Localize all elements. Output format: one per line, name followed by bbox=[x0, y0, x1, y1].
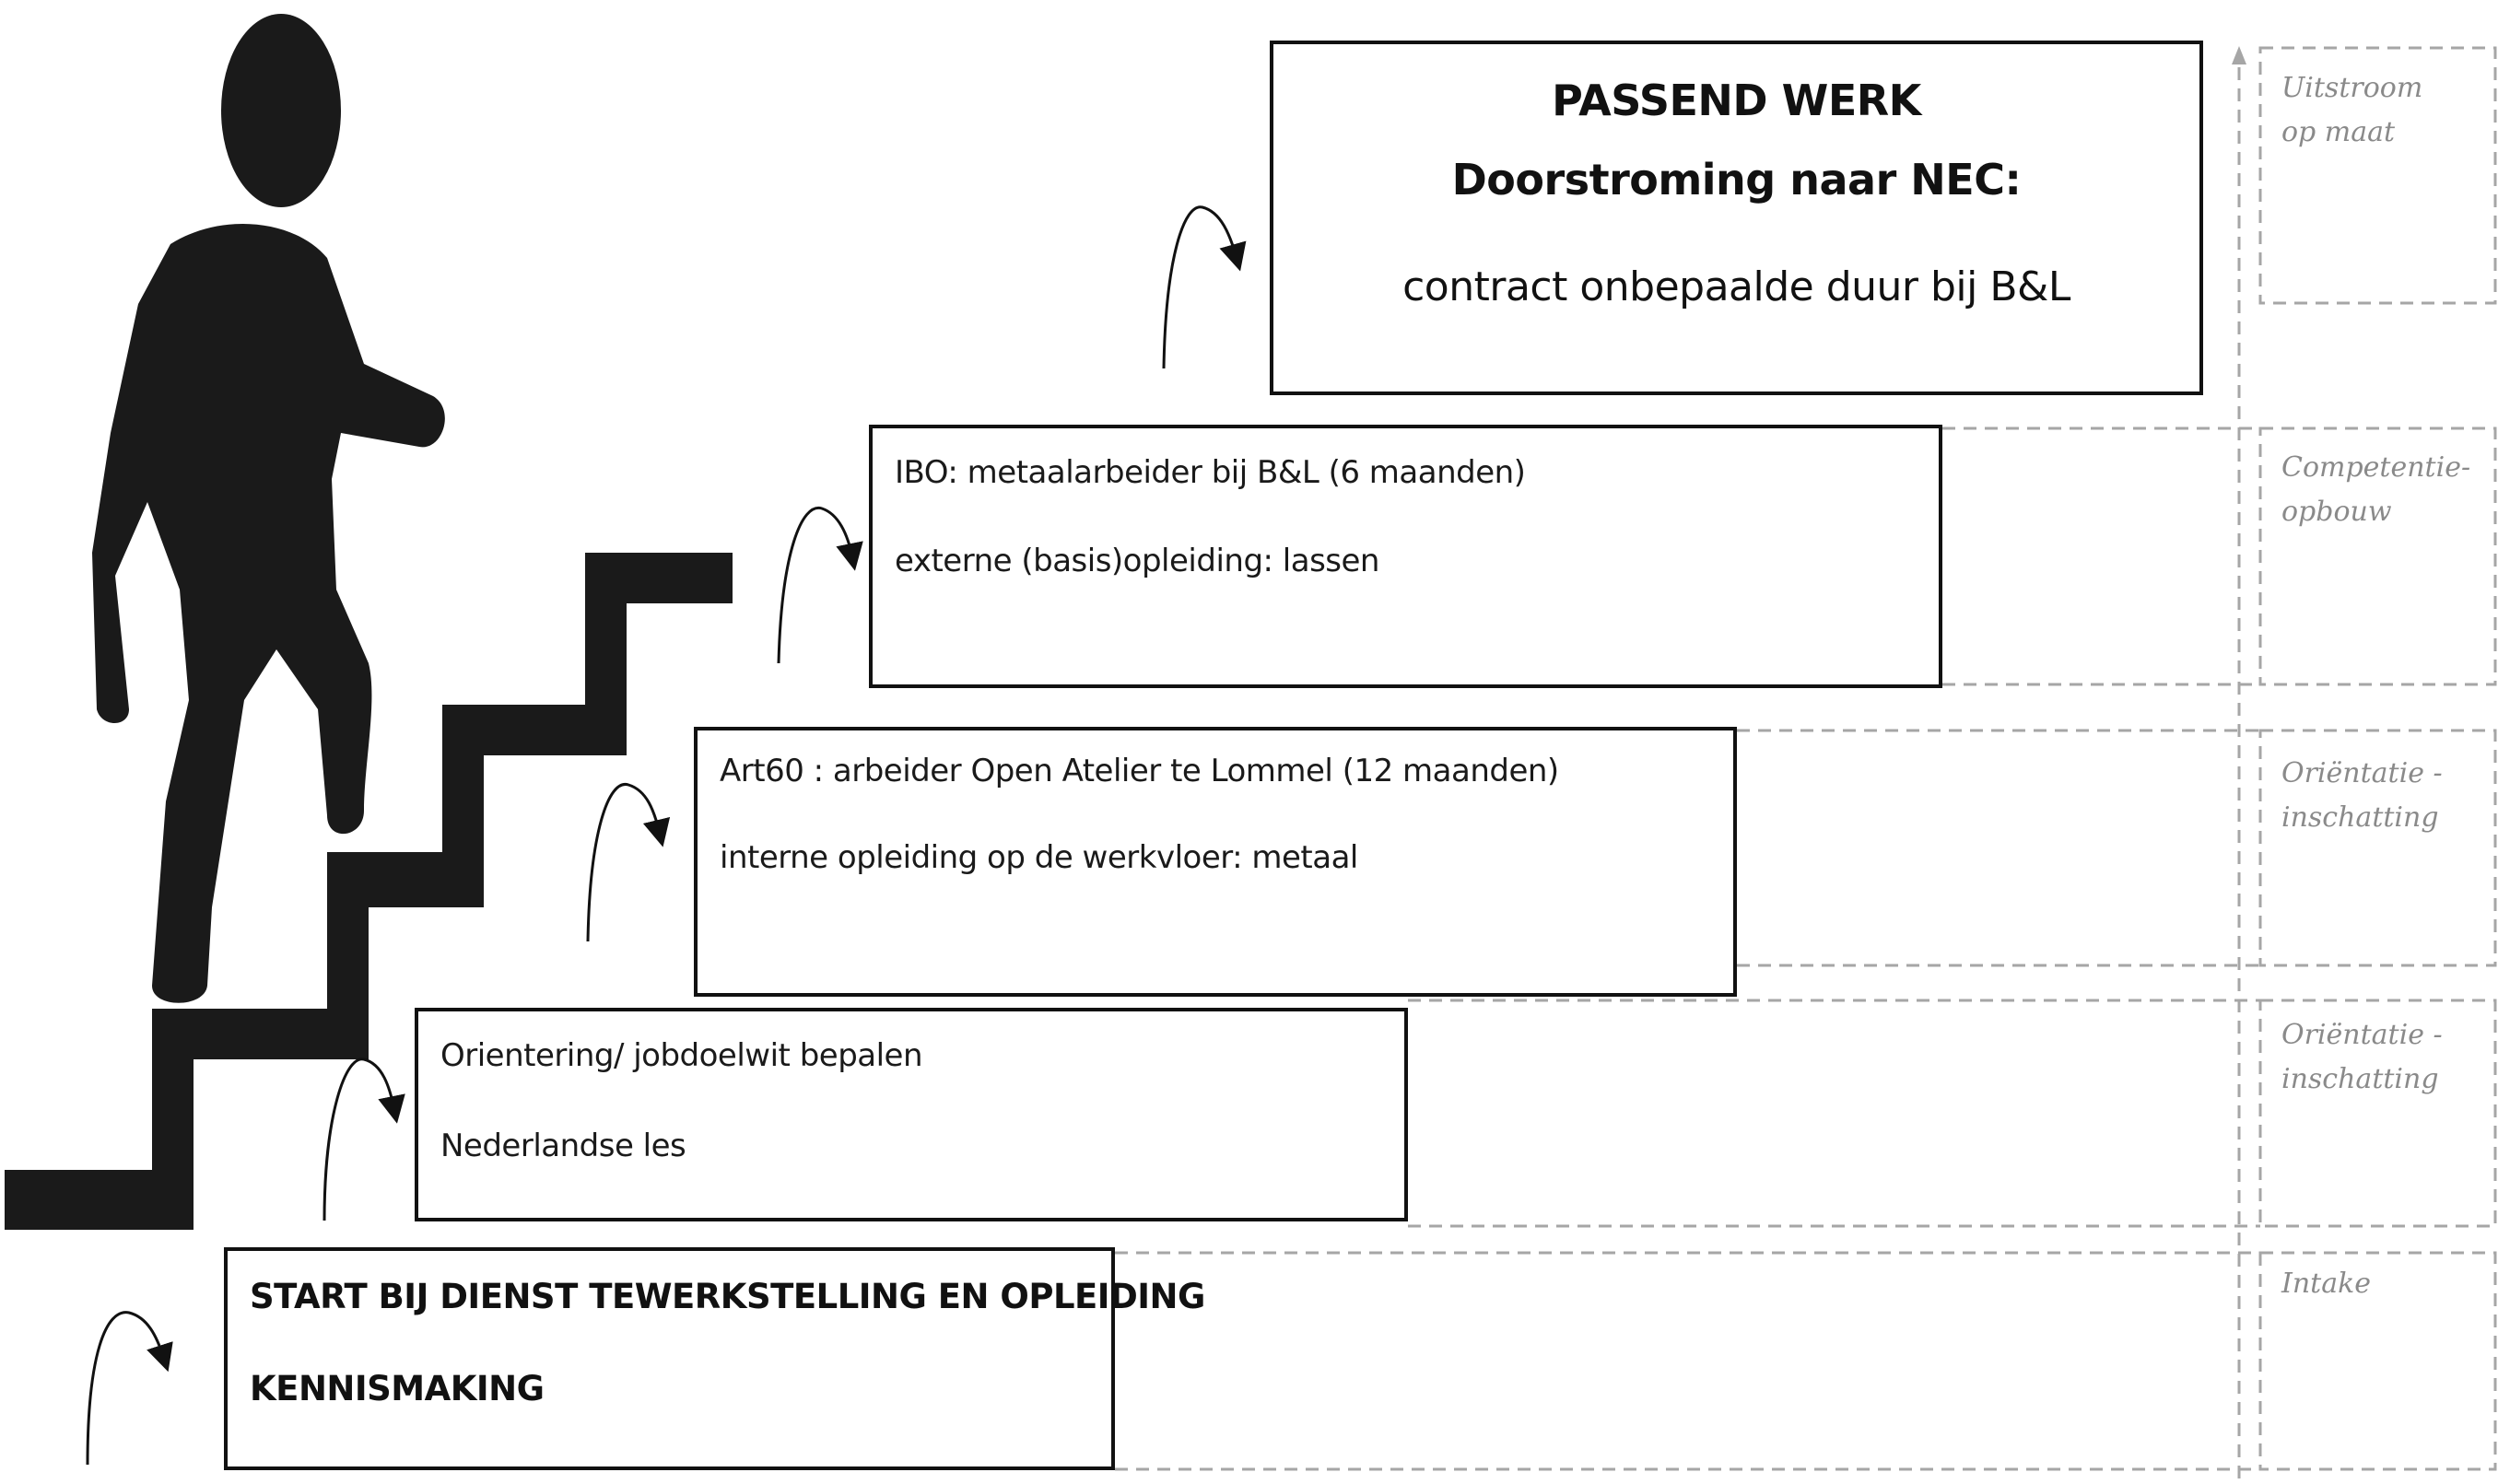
progress-arrow bbox=[2232, 46, 2246, 1478]
phase-label-orientatie: Oriëntatie - inschatting bbox=[2281, 757, 2443, 834]
step-line-2: interne opleiding op de werkvloer: metaa… bbox=[720, 839, 1358, 876]
step-line-1: START BIJ DIENST TEWERKSTELLING EN OPLEI… bbox=[250, 1277, 1205, 1316]
step-subtitle: Doorstroming naar NEC: bbox=[1451, 155, 2022, 204]
step-detail: contract onbepaalde duur bij B&L bbox=[1402, 263, 2070, 310]
curved-arrow-icon bbox=[86, 205, 1247, 1466]
step-box-passend-werk: PASSEND WERK Doorstroming naar NEC: cont… bbox=[1270, 41, 2203, 395]
step-box-start: START BIJ DIENST TEWERKSTELLING EN OPLEI… bbox=[224, 1247, 1205, 1470]
step-line-1: IBO: metaalarbeider bij B&L (6 maanden) bbox=[895, 454, 1526, 491]
step-line-2: Nederlandse les bbox=[440, 1128, 686, 1164]
staircase-icon bbox=[5, 553, 733, 1230]
step-line-1: Orientering/ jobdoelwit bepalen bbox=[440, 1037, 923, 1074]
phase-guides bbox=[1115, 46, 2497, 1471]
person-walking-icon bbox=[92, 14, 445, 1003]
step-title: PASSEND WERK bbox=[1552, 76, 1921, 125]
phase-label-uitstroom: Uitstroom op maat bbox=[2281, 72, 2423, 148]
phase-label-intake: Intake bbox=[2281, 1268, 2372, 1300]
step-line-2: KENNISMAKING bbox=[250, 1369, 545, 1408]
step-box-orientering: Orientering/ jobdoelwit bepalen Nederlan… bbox=[415, 1008, 1408, 1221]
step-line-2: externe (basis)opleiding: lassen bbox=[895, 543, 1379, 579]
phase-label-orientatie: Oriëntatie - inschatting bbox=[2281, 1019, 2443, 1095]
step-box-ibo: IBO: metaalarbeider bij B&L (6 maanden) … bbox=[869, 425, 1942, 688]
step-box-art60: Art60 : arbeider Open Atelier te Lommel … bbox=[694, 727, 1737, 997]
step-line-1: Art60 : arbeider Open Atelier te Lommel … bbox=[720, 753, 1559, 789]
phase-label-competentie: Competentie-opbouw bbox=[2281, 451, 2471, 528]
